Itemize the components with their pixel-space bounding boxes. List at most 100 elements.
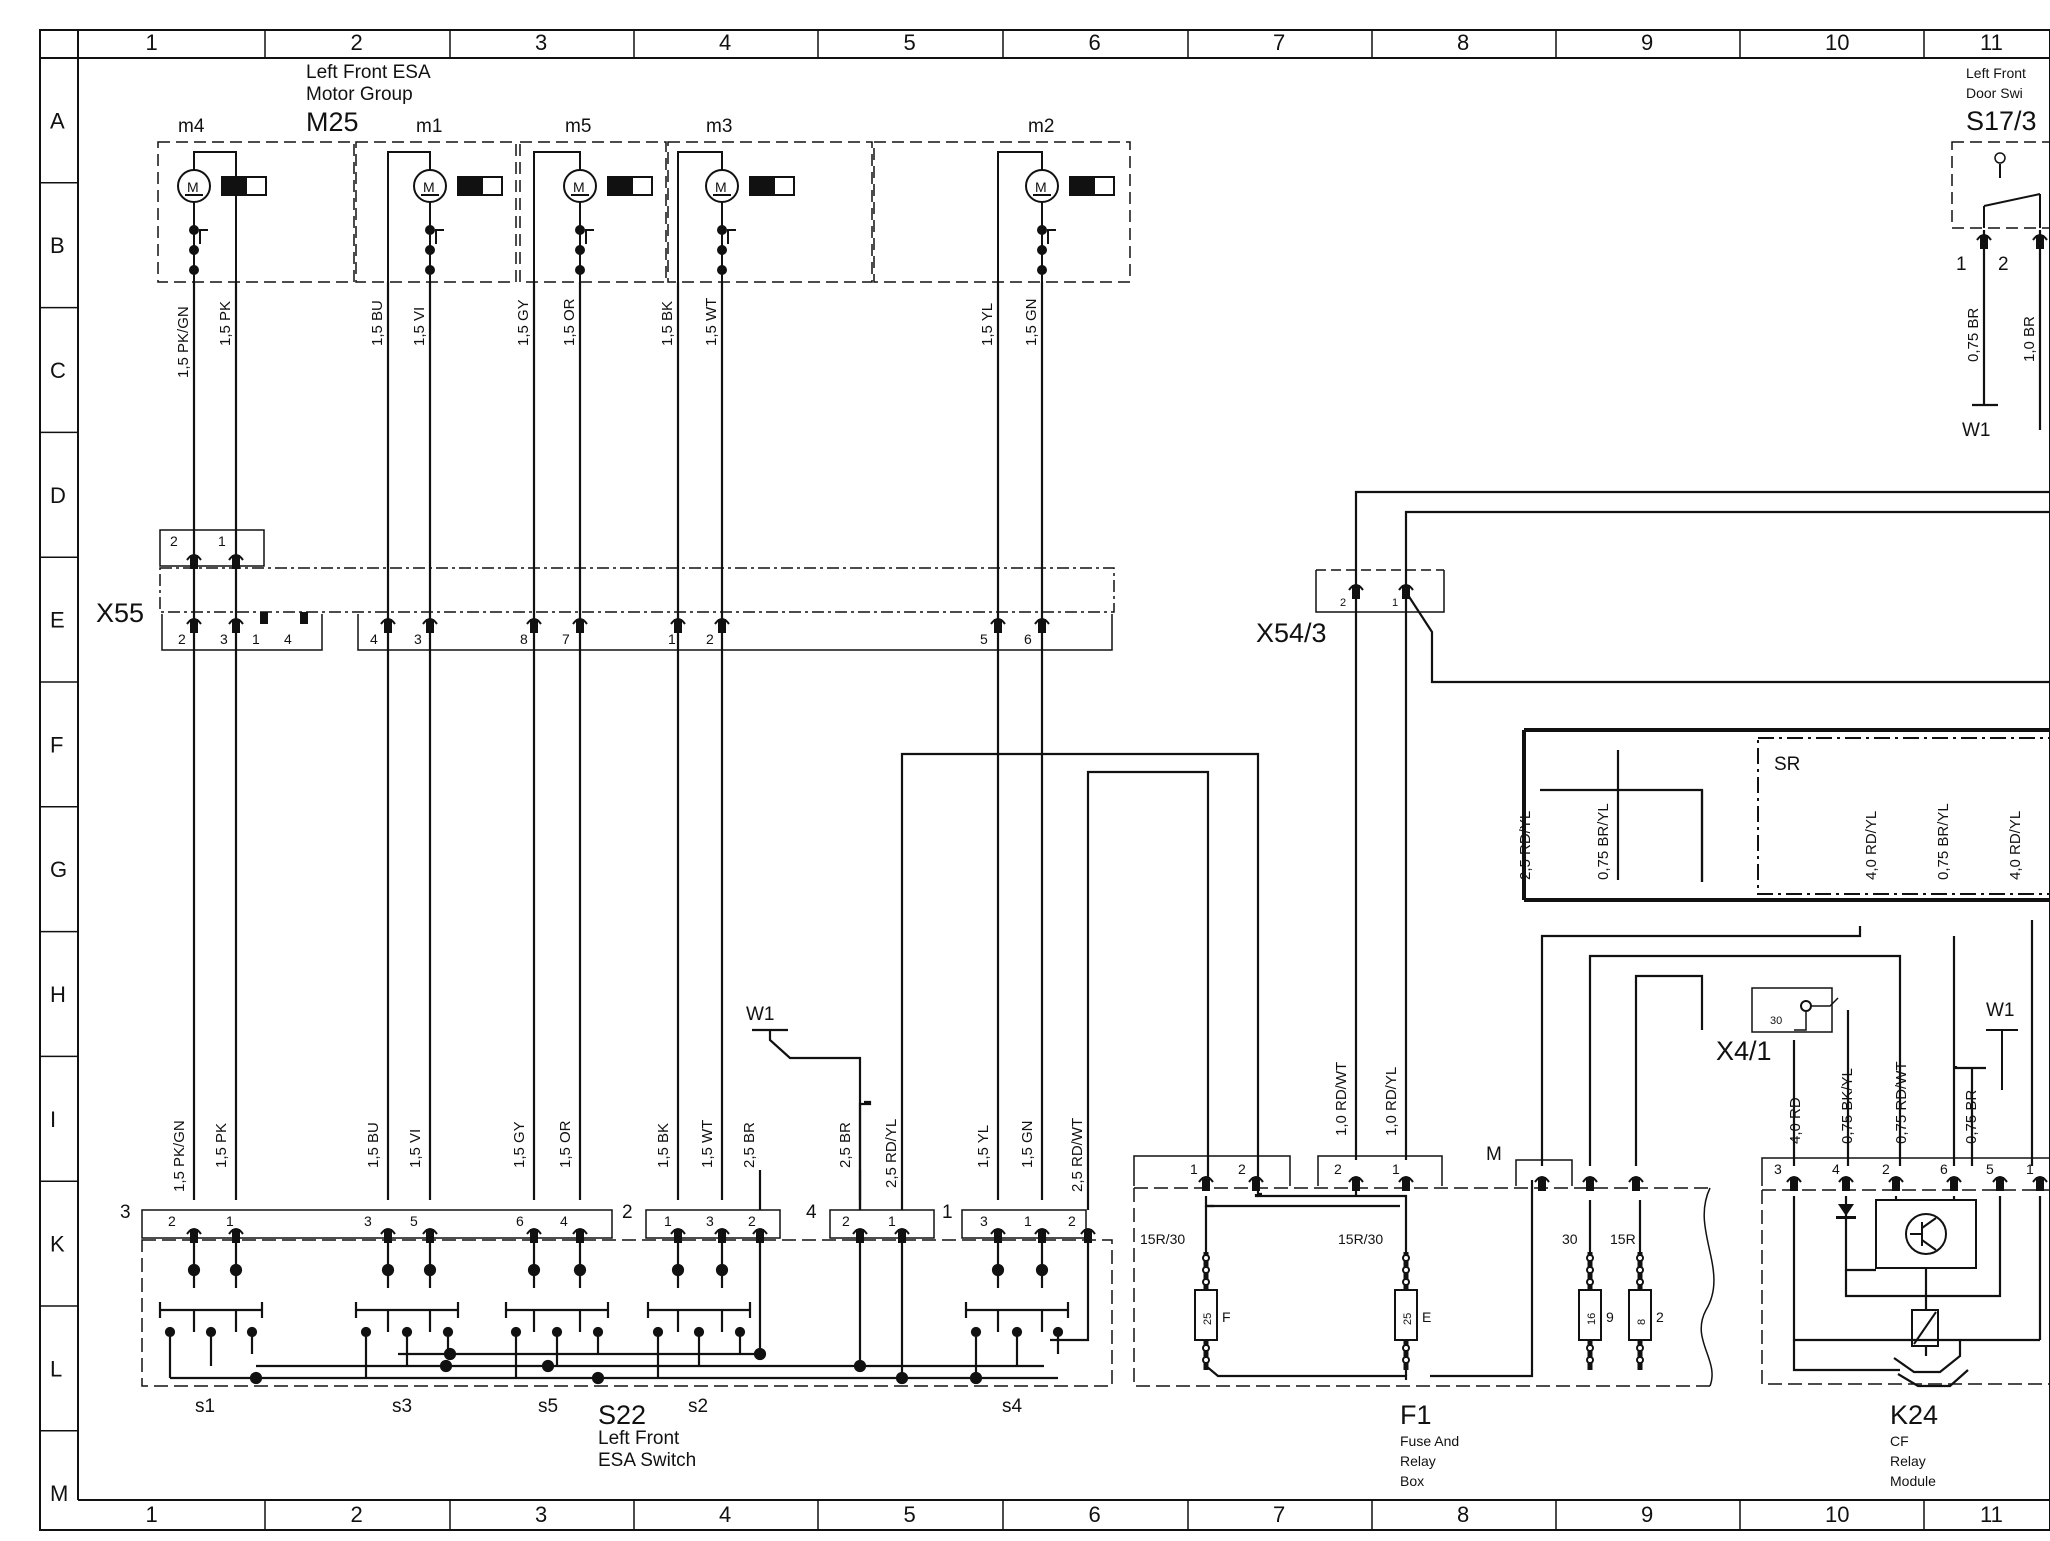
f1-top-pin-0: 1 xyxy=(1190,1161,1198,1177)
plug-f1-2 xyxy=(1348,1176,1364,1191)
plug-pin xyxy=(530,619,538,633)
fuse-ring xyxy=(1402,1344,1410,1352)
sheet-frame xyxy=(39,29,2050,1531)
fuse-ring xyxy=(1586,1344,1594,1352)
fuse-3 xyxy=(1628,1252,1652,1370)
bus-junction xyxy=(439,1359,453,1373)
bottom-wire-label-7: 1,5 WT xyxy=(699,1120,716,1168)
plug-pin xyxy=(1980,235,1988,249)
m25-title-line2: Motor Group xyxy=(306,84,413,105)
grid-row-L: L xyxy=(50,1356,62,1381)
grid-row-K: K xyxy=(50,1232,65,1257)
bus-rdwt-feed xyxy=(1050,1240,1090,1342)
plug-s22-11 xyxy=(990,1228,1006,1243)
plug-pin xyxy=(2036,235,2044,249)
x41-label: X4/1 xyxy=(1716,1036,1772,1066)
motor-node xyxy=(717,245,727,255)
switch-node xyxy=(1011,1326,1023,1338)
fuse-num-3: 8 xyxy=(1636,1319,1648,1325)
grid-col-bottom-5: 5 xyxy=(904,1502,916,1527)
k24-pin-0: 3 xyxy=(1774,1161,1782,1177)
fuse-ring xyxy=(1586,1266,1594,1274)
k24-pin-1: 4 xyxy=(1832,1161,1840,1177)
motor-2 xyxy=(533,151,653,282)
plug-k24-5 xyxy=(2032,1176,2048,1191)
motor-4 xyxy=(997,151,1115,282)
x55-bottom-pin-3: 4 xyxy=(284,631,292,647)
switch-node xyxy=(229,1263,243,1277)
x55-bottom-pin-8: 1 xyxy=(668,631,676,647)
s22-pin-1: 1 xyxy=(226,1213,234,1229)
top-wire-label-5: 1,5 OR xyxy=(561,298,578,346)
plug-pin xyxy=(718,1229,726,1243)
bus-junction xyxy=(443,1347,457,1361)
plug-x55-bottom-6 xyxy=(670,618,686,633)
motor-node xyxy=(425,225,435,235)
sr-box xyxy=(1757,737,2050,895)
grid-col-top-5: 5 xyxy=(904,30,916,55)
motor-m-letter-0: M xyxy=(187,179,199,195)
plug-x55-bottom-2 xyxy=(380,618,396,633)
switch-ends xyxy=(354,1302,460,1318)
k24-pin-3: 6 xyxy=(1940,1161,1948,1177)
k24-title-line2: Relay xyxy=(1890,1453,1926,1469)
grid-col-bottom-3: 3 xyxy=(535,1502,547,1527)
motor-hall xyxy=(1047,229,1056,244)
fuse-2 xyxy=(1578,1252,1602,1370)
bottom-wire-label-5: 1,5 OR xyxy=(557,1120,574,1168)
grid-col-bottom-11: 11 xyxy=(1980,1502,2003,1527)
motor-hall xyxy=(199,229,208,244)
switch-node xyxy=(573,1263,587,1277)
bus-junction xyxy=(591,1371,605,1385)
group-num-4: 4 xyxy=(806,1202,817,1223)
f1-inner-15r: 15R xyxy=(1610,1231,1636,1247)
plug-pin xyxy=(426,1229,434,1243)
switch-ends xyxy=(646,1302,752,1318)
top-wire-label-0: 1,5 PK/GN xyxy=(175,306,192,378)
group-num-3: 3 xyxy=(120,1202,131,1223)
bus-junction xyxy=(895,1371,909,1385)
sr-wire-label-0: 2,5 RD/YL xyxy=(1517,811,1534,880)
plug-s17-2 xyxy=(2032,234,2048,249)
s17-ref: S17/3 xyxy=(1966,106,2037,136)
switch-node xyxy=(205,1326,217,1338)
plug-x55-bottom-9 xyxy=(1034,618,1050,633)
plug-s22-10 xyxy=(894,1228,910,1243)
motor-gear-light xyxy=(631,176,653,196)
motor-hall xyxy=(435,229,444,244)
plug-pin xyxy=(718,619,726,633)
motor-node xyxy=(425,245,435,255)
motor-hall xyxy=(727,229,736,244)
switch-node xyxy=(652,1326,664,1338)
bottom-wire-label-2: 1,5 BU xyxy=(365,1122,382,1168)
fuse-ring xyxy=(1586,1254,1594,1262)
motor-gear-dark xyxy=(1069,176,1095,196)
switch-ends xyxy=(964,1302,1070,1318)
motor-label-m1: m1 xyxy=(416,116,442,137)
bottom-wire-label-9: 2,5 BR xyxy=(837,1122,854,1168)
plug-pin xyxy=(232,555,240,569)
motor-1 xyxy=(387,151,503,282)
f1-title-line3: Box xyxy=(1400,1473,1424,1489)
plug-pin xyxy=(530,1229,538,1243)
switch-node xyxy=(1052,1326,1064,1338)
s22-ref: S22 xyxy=(598,1400,646,1430)
switch-node xyxy=(592,1326,604,1338)
fuse-ring xyxy=(1636,1344,1644,1352)
x41-connector xyxy=(1751,987,1839,1033)
grid-col-top-9: 9 xyxy=(1641,30,1653,55)
grid-row-C: C xyxy=(50,358,66,383)
switch-node xyxy=(970,1326,982,1338)
m25-housing xyxy=(157,141,1131,283)
plug-pin xyxy=(1084,1229,1092,1243)
switch-node xyxy=(423,1263,437,1277)
bus-junction xyxy=(853,1359,867,1373)
plug-x55-bottom-8 xyxy=(990,618,1006,633)
x55-bottom-pin-4: 4 xyxy=(370,631,378,647)
plug-s22-9 xyxy=(852,1228,868,1243)
bus-junction xyxy=(249,1371,263,1385)
plug-pin xyxy=(898,1229,906,1243)
x55-bottom-pin-5: 3 xyxy=(414,631,422,647)
s22-pin-12: 1 xyxy=(1024,1213,1032,1229)
